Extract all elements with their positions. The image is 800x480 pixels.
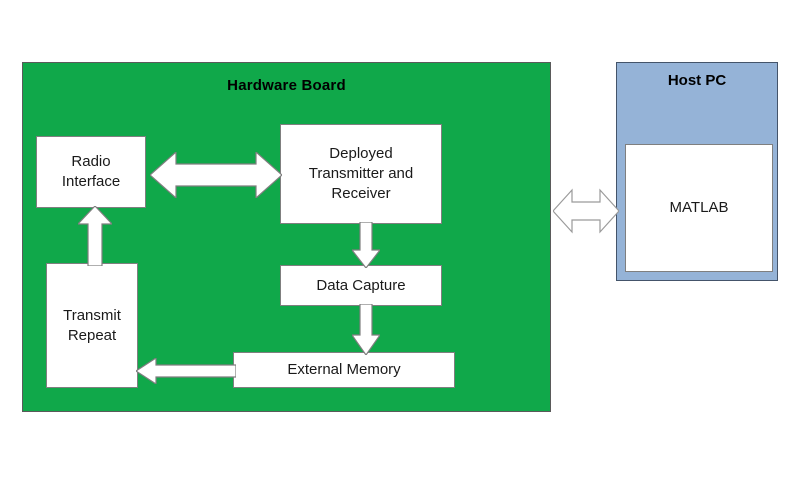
node-deployed-label-line2: Transmitter and (308, 165, 414, 183)
node-radio-interface[interactable]: Radio Interface (36, 136, 146, 208)
node-matlab-label: MATLAB (669, 199, 729, 217)
node-data-capture-label: Data Capture (316, 276, 406, 294)
arrow-hardware-board-to-host-pc-bidirectional (553, 188, 619, 234)
node-radio-interface-label-line1: Radio (71, 153, 111, 171)
node-deployed-transmitter-and-receiver[interactable]: Deployed Transmitter and Receiver (280, 124, 442, 224)
node-external-memory[interactable]: External Memory (233, 352, 455, 388)
arrow-data-capture-to-external-memory-down (352, 304, 380, 355)
node-deployed-label: Deployed Transmitter and Receiver (309, 144, 413, 203)
node-deployed-label-line1: Deployed (329, 145, 393, 163)
node-transmit-repeat[interactable]: Transmit Repeat (46, 263, 138, 388)
hardware-board-title: Hardware Board (227, 77, 346, 94)
node-radio-interface-label-line2: Interface (61, 173, 121, 190)
node-data-capture[interactable]: Data Capture (280, 265, 442, 306)
node-radio-interface-label: Radio Interface (62, 152, 120, 192)
arrow-radio-interface-to-deployed-bidirectional (150, 152, 282, 198)
node-transmit-repeat-label: Transmit Repeat (63, 306, 121, 346)
arrow-transmit-repeat-to-radio-interface-up (78, 206, 112, 266)
node-matlab[interactable]: MATLAB (625, 144, 773, 272)
node-deployed-label-line3: Receiver (331, 184, 391, 202)
node-transmit-repeat-label-line2: Repeat (67, 326, 117, 344)
arrow-deployed-to-data-capture-down (352, 222, 380, 268)
arrow-external-memory-to-transmit-repeat-left (136, 358, 236, 384)
node-external-memory-label: External Memory (287, 361, 401, 379)
host-pc-title: Host PC (667, 72, 727, 89)
node-transmit-repeat-label-line1: Transmit (63, 306, 121, 324)
